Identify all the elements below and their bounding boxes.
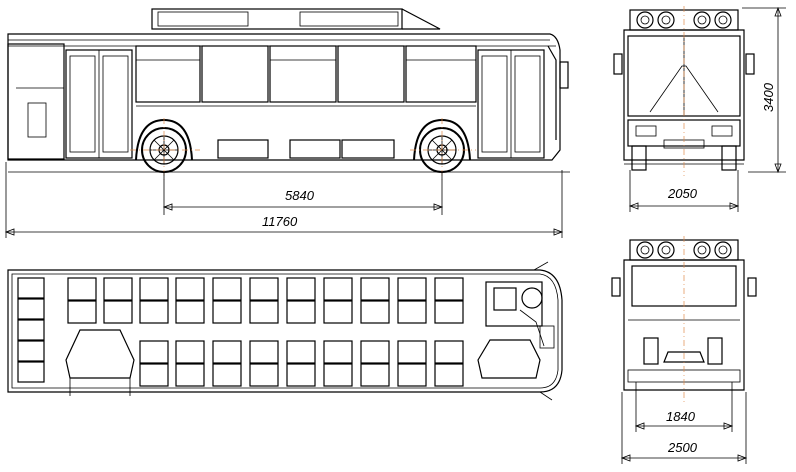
rear-grille (27, 102, 47, 138)
wheelbase-dimension: 5840 (162, 172, 444, 215)
wheelbase-label: 5840 (285, 188, 315, 203)
rear-door-well (65, 329, 135, 379)
roof-equipment (151, 8, 403, 30)
left-seat-rows (67, 277, 464, 324)
driver-seat (493, 287, 517, 311)
rear-bench-seats (17, 277, 45, 383)
height-dimension: 3400 (742, 6, 786, 174)
service-hatch-1 (217, 139, 269, 159)
service-hatch-3 (341, 139, 395, 159)
service-hatch-2 (289, 139, 341, 159)
side-view (7, 8, 570, 182)
front-track-label: 2050 (667, 186, 698, 201)
front-right-mirror (745, 53, 755, 75)
overall-width-label: 2500 (667, 440, 698, 455)
right-seat-rows (139, 340, 464, 387)
steering-wheel (521, 287, 543, 309)
side-mirror (559, 61, 569, 89)
driver-cabin (485, 281, 543, 327)
front-view (613, 6, 755, 176)
overall-length-label: 11760 (262, 214, 298, 229)
rear-right-grille (707, 337, 723, 365)
overall-width-dimension: 2500 (620, 392, 748, 464)
plan-body-outline (7, 269, 563, 393)
bus-body-outline (7, 33, 561, 161)
front-door-well (477, 339, 541, 379)
front-track-dimension: 2050 (628, 170, 740, 212)
rear-track-dimension: 1840 (634, 382, 734, 432)
rear-left-grille (643, 337, 659, 365)
front-left-mirror (613, 53, 623, 75)
rear-track-label: 1840 (666, 409, 696, 424)
overall-length-dimension: 11760 (4, 162, 564, 238)
rear-view (611, 236, 757, 404)
height-label: 3400 (761, 82, 776, 112)
plan-view (7, 261, 563, 401)
side-windows (135, 45, 477, 103)
